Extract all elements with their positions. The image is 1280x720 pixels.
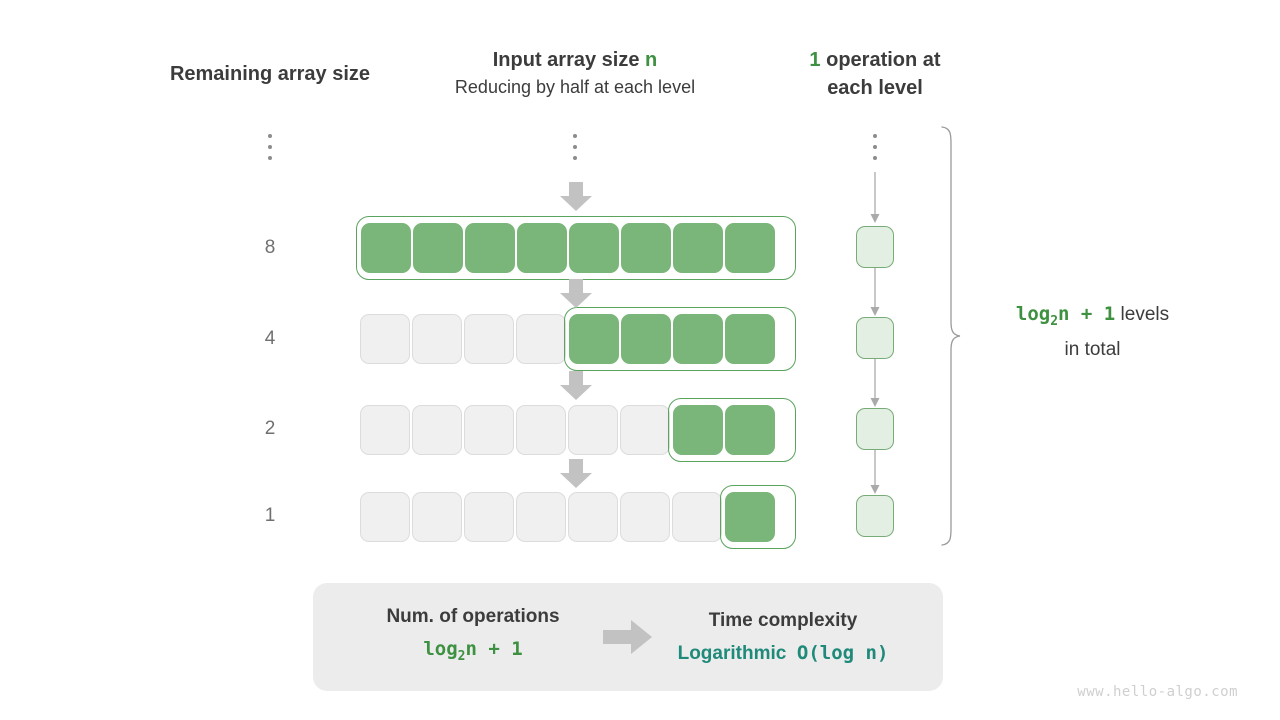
summary-left-value-sub: 2	[457, 648, 466, 664]
flow-connector-arrow	[867, 172, 883, 224]
active-segment-outline	[356, 216, 796, 280]
row-label-size: 1	[264, 505, 276, 526]
array-cell-empty[interactable]	[412, 492, 462, 542]
array-cell-active[interactable]	[361, 223, 411, 273]
header-middle-symbol-n: n	[645, 49, 658, 71]
down-arrow-icon	[559, 459, 593, 489]
array-cell-active[interactable]	[569, 223, 619, 273]
dot	[268, 134, 272, 138]
down-arrow-icon	[559, 371, 593, 401]
summary-complexity-column: Time complexity Logarithmic O(log n)	[657, 605, 909, 670]
dot	[268, 156, 272, 160]
flow-connector-arrow	[867, 359, 883, 408]
array-cell-active[interactable]	[725, 314, 775, 364]
row-label-size: 8	[264, 237, 276, 258]
header-left-title: Remaining array size	[169, 63, 371, 85]
header-right-count: 1	[809, 49, 821, 71]
row-label-size: 4	[264, 328, 276, 349]
down-arrow-icon	[559, 279, 593, 309]
header-right-line1: operation at	[820, 49, 941, 71]
header-operations-per-level: 1 operation at each level	[775, 46, 975, 102]
summary-left-value-prefix: log	[423, 638, 458, 661]
operation-cell[interactable]	[856, 226, 894, 268]
annotation-formula-rest: n + 1	[1058, 303, 1116, 325]
ellipsis-array-column	[571, 134, 579, 160]
summary-operations-column: Num. of operations log2n + 1	[347, 601, 599, 673]
row-label-size: 2	[264, 418, 276, 439]
summary-left-title: Num. of operations	[386, 606, 560, 628]
array-cell-active[interactable]	[569, 314, 619, 364]
array-cell-empty[interactable]	[360, 314, 410, 364]
array-cell-active[interactable]	[517, 223, 567, 273]
array-cell-empty[interactable]	[464, 405, 514, 455]
array-cell-empty[interactable]	[360, 405, 410, 455]
dot	[573, 145, 577, 149]
watermark: www.hello-algo.com	[1077, 684, 1238, 700]
array-row	[360, 398, 796, 462]
dot	[873, 134, 877, 138]
right-arrow-icon	[599, 619, 657, 655]
array-cell-empty[interactable]	[516, 314, 566, 364]
operation-cell[interactable]	[856, 495, 894, 537]
header-right-line2: each level	[827, 77, 923, 99]
array-cell-empty[interactable]	[464, 314, 514, 364]
dot	[573, 156, 577, 160]
header-middle-title-prefix: Input array size	[492, 49, 646, 71]
array-row	[360, 485, 796, 549]
summary-right-value-code: O(log n)	[796, 641, 889, 664]
array-cell-empty[interactable]	[568, 492, 618, 542]
array-cell-active[interactable]	[673, 405, 723, 455]
header-input-array-size: Input array size n Reducing by half at e…	[415, 46, 735, 100]
ellipsis-left-column	[266, 134, 274, 160]
header-remaining-array-size: Remaining array size	[110, 60, 430, 88]
annotation-line2: in total	[1064, 338, 1121, 360]
annotation-formula: log	[1015, 303, 1051, 325]
operation-cell[interactable]	[856, 317, 894, 359]
array-cell-active[interactable]	[413, 223, 463, 273]
array-cell-empty[interactable]	[360, 492, 410, 542]
summary-right-title: Time complexity	[708, 609, 858, 631]
summary-right-value-word: Logarithmic	[677, 642, 787, 664]
array-cell-active[interactable]	[725, 223, 775, 273]
array-cell-active[interactable]	[621, 314, 671, 364]
dot	[268, 145, 272, 149]
array-cell-active[interactable]	[725, 492, 775, 542]
flow-connector-arrow	[867, 268, 883, 317]
array-cell-empty[interactable]	[516, 492, 566, 542]
array-row	[360, 307, 796, 371]
array-cell-empty[interactable]	[672, 492, 722, 542]
dot	[873, 156, 877, 160]
header-middle-subtitle: Reducing by half at each level	[454, 77, 696, 97]
ellipsis-operation-column	[871, 134, 879, 160]
active-segment-outline	[564, 307, 796, 371]
array-cell-active[interactable]	[465, 223, 515, 273]
flow-connector-arrow	[867, 450, 883, 495]
active-segment-outline	[720, 485, 796, 549]
array-cell-empty[interactable]	[464, 492, 514, 542]
array-cell-empty[interactable]	[620, 405, 670, 455]
array-cell-active[interactable]	[673, 314, 723, 364]
curly-brace-icon	[938, 126, 964, 546]
array-cell-empty[interactable]	[620, 492, 670, 542]
levels-annotation: log2n + 1 levels in total	[985, 300, 1200, 364]
annotation-line1-tail: levels	[1115, 304, 1170, 325]
array-cell-empty[interactable]	[412, 314, 462, 364]
array-cell-active[interactable]	[725, 405, 775, 455]
dot	[573, 134, 577, 138]
summary-box: Num. of operations log2n + 1 Time comple…	[313, 583, 943, 691]
array-cell-empty[interactable]	[516, 405, 566, 455]
array-cell-active[interactable]	[673, 223, 723, 273]
array-cell-empty[interactable]	[568, 405, 618, 455]
array-cell-active[interactable]	[621, 223, 671, 273]
summary-left-value-rest: n + 1	[465, 638, 523, 661]
array-cell-empty[interactable]	[412, 405, 462, 455]
active-segment-outline	[668, 398, 796, 462]
dot	[873, 145, 877, 149]
down-arrow-icon	[559, 182, 593, 212]
annotation-formula-sub: 2	[1050, 313, 1059, 329]
operation-cell[interactable]	[856, 408, 894, 450]
